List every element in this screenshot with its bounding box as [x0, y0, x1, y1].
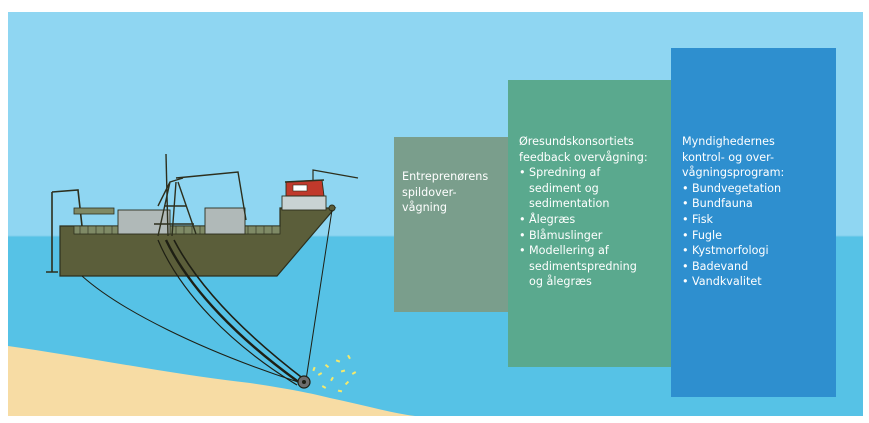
consortium-item: Ålegræs — [519, 212, 648, 228]
engine-box — [204, 207, 246, 235]
authorities-panel-title: Myndighedernes kontrol- og over- vågning… — [682, 135, 785, 180]
suction-pipe-line-3 — [157, 239, 298, 386]
authorities-item: Fugle — [682, 228, 784, 244]
authorities-items-list: Bundvegetation Bundfauna Fisk Fugle Kyst… — [682, 181, 784, 290]
cabin-top — [284, 179, 325, 183]
crane-mast — [165, 153, 169, 237]
authorities-item: Kystmorfologi — [682, 243, 784, 259]
seabed-sand — [8, 346, 415, 416]
consortium-items-list: Spredning af sediment og sedimentation Å… — [519, 165, 648, 290]
suction-pipe-line-2 — [173, 239, 306, 381]
cutter-hub — [302, 380, 306, 384]
radar-mast — [312, 169, 359, 180]
authorities-monitoring-panel: Myndighedernes kontrol- og over- vågning… — [671, 48, 836, 397]
stern-wire — [305, 209, 333, 381]
authorities-item: Bundfauna — [682, 196, 784, 212]
authorities-item: Bundvegetation — [682, 181, 784, 197]
bridge-window — [292, 184, 308, 192]
authorities-item: Badevand — [682, 259, 784, 275]
contractor-panel-title: Entreprenørens spildover- vågning — [402, 170, 489, 215]
consortium-item: Spredning af sediment og sedimentation — [519, 165, 648, 212]
deck-house — [117, 209, 171, 235]
bridge-base — [281, 195, 327, 211]
consortium-item: Blåmuslinger — [519, 228, 648, 244]
hull-railing — [73, 225, 281, 235]
dredger-ship — [46, 153, 359, 277]
crane-frame — [154, 177, 197, 237]
contractor-monitoring-panel: Entreprenørens spildover- vågning — [394, 137, 508, 312]
suction-pipe-line-1 — [164, 239, 301, 384]
authorities-item: Fisk — [682, 212, 784, 228]
suction-pipe — [81, 209, 333, 389]
consortium-item: Modellering af sedimentspredning og åleg… — [519, 243, 648, 290]
gantry-winch — [73, 207, 115, 215]
authorities-item: Vandkvalitet — [682, 274, 784, 290]
gantry — [175, 171, 247, 221]
sediment-spill — [312, 354, 357, 393]
consortium-panel-title: Øresundskonsortiets feedback overvågning… — [519, 135, 648, 164]
consortium-monitoring-panel: Øresundskonsortiets feedback overvågning… — [508, 80, 671, 367]
tow-wire-bow — [81, 275, 299, 383]
